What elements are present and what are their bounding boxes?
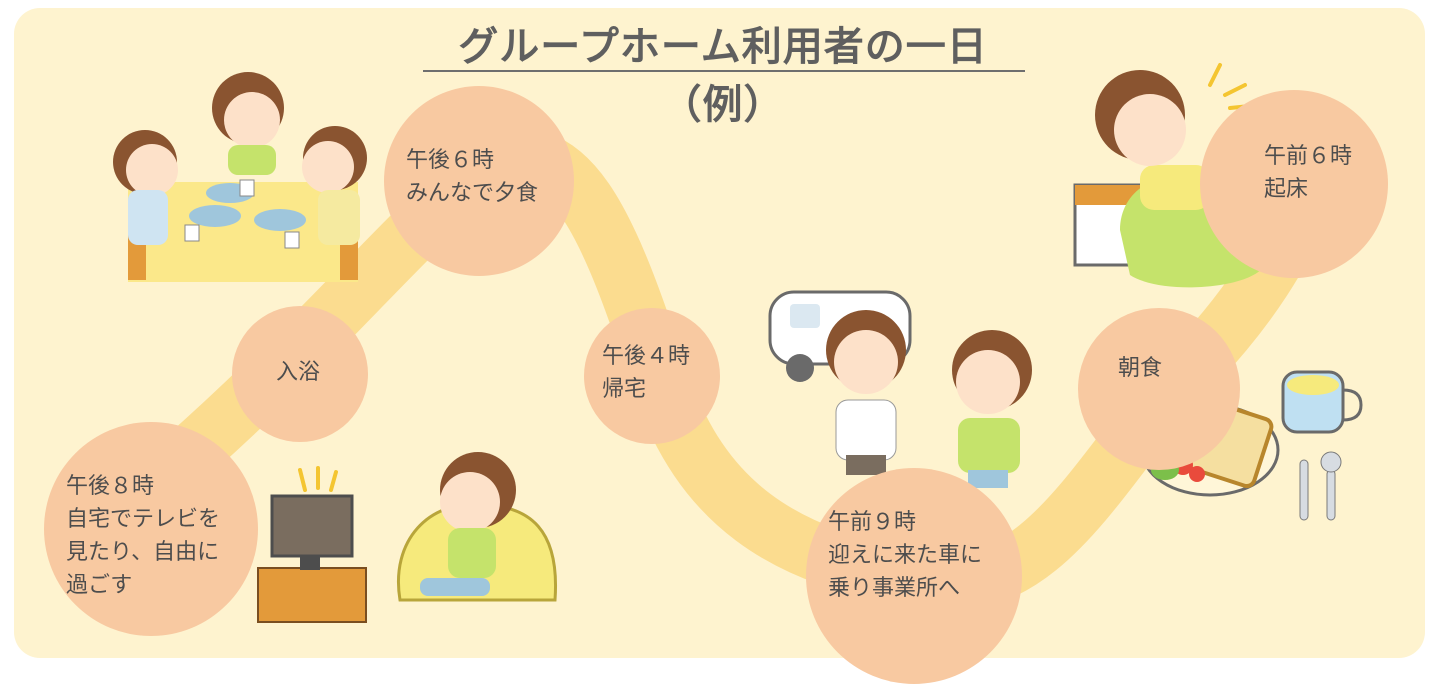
stop-9am-to-facility: 午前９時 迎えに来た車に 乗り事業所へ	[806, 468, 1022, 684]
stop-bath: 入浴	[232, 306, 368, 442]
wake-up-in-bed-illustration	[1073, 63, 1268, 288]
family-dinner-illustration	[113, 72, 367, 282]
stop-4pm-return-home: 午後４時 帰宅	[584, 308, 720, 444]
illustrations-layer	[113, 63, 1363, 623]
stop-6am-wakeup: 午前６時 起床	[1200, 90, 1388, 278]
stop-8pm-free-time: 午後８時 自宅でテレビを 見たり、自由に 過ごす	[44, 422, 258, 636]
tv-relaxing-illustration	[257, 452, 558, 623]
stop-6pm-dinner: 午後６時 みんなで夕食	[384, 86, 574, 276]
title-underline	[423, 70, 1025, 72]
page-title: グループホーム利用者の一日（例）	[458, 24, 988, 128]
bus-and-staff-illustration	[768, 290, 1032, 488]
stop-breakfast: 朝食	[1078, 308, 1240, 470]
